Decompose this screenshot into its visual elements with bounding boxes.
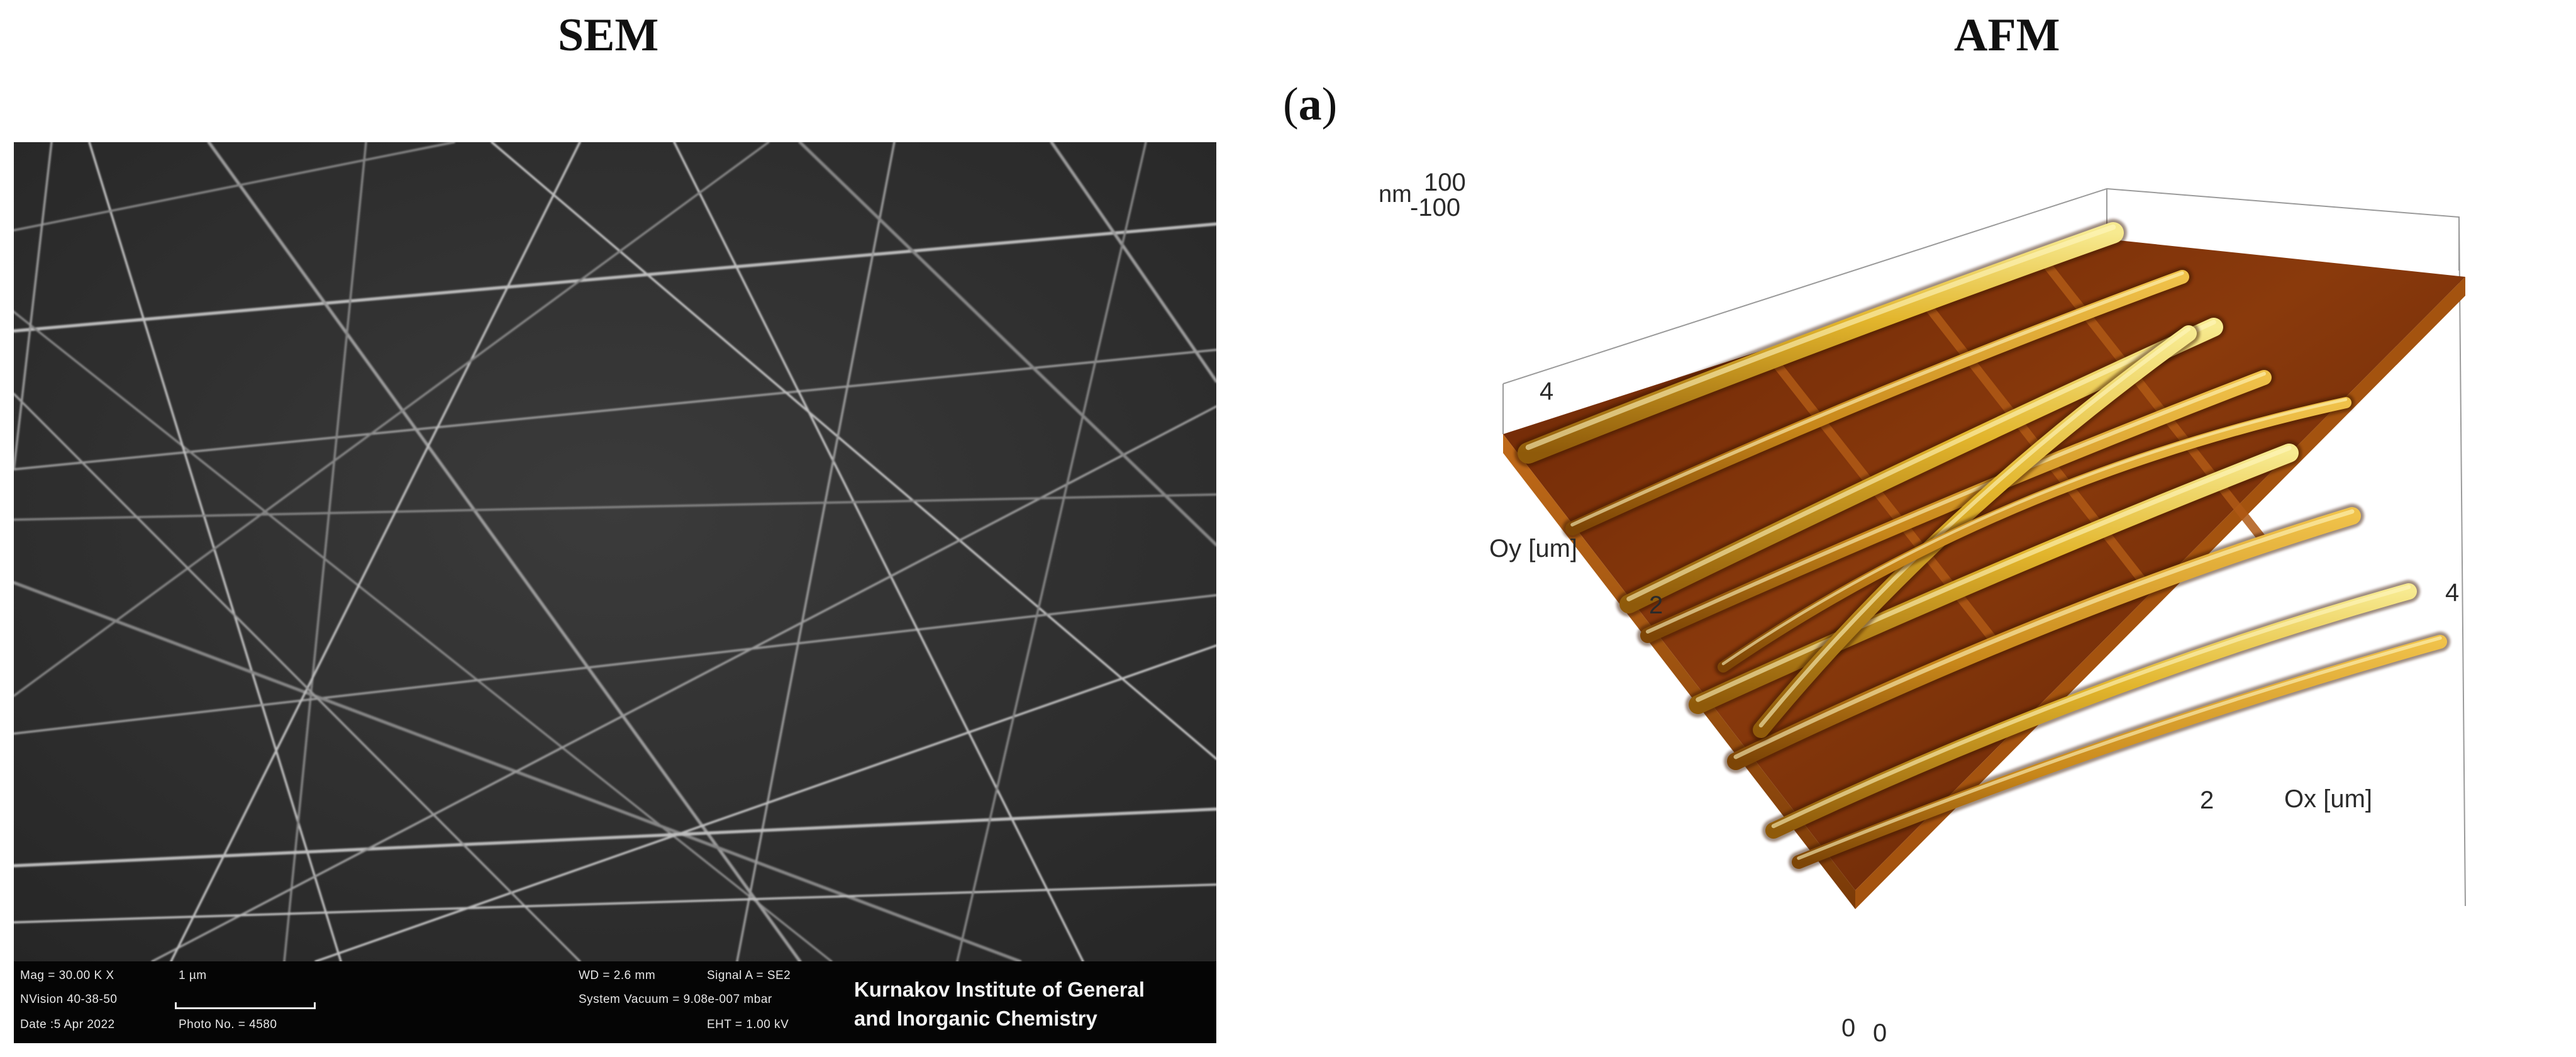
afm-fiber-highlight — [1733, 509, 2355, 759]
signal-label: Signal A = SE2 — [707, 969, 791, 982]
y-tick-4: 4 — [1540, 378, 1554, 405]
afm-fiber — [1565, 270, 2189, 535]
sem-fiber — [14, 594, 1216, 735]
afm-figure: nm 100 -100 4 Oy [um] 2 0 0 2 Ox [um] 4 — [1371, 126, 2576, 1057]
nanofiber-network-image — [14, 142, 1216, 961]
afm-fiber — [1718, 397, 2351, 673]
sem-databar: Mag = 30.00 K X 1 µm NVision 40-38-50 Da… — [14, 961, 1216, 1043]
eht-readout: EHT = 1.00 kV — [707, 1018, 789, 1031]
z-max-label: 100 — [1424, 169, 1466, 196]
afm-fiber — [1727, 507, 2361, 770]
sem-figure: Mag = 30.00 K X 1 µm NVision 40-38-50 Da… — [14, 142, 1216, 1043]
mag-readout: Mag = 30.00 K X — [20, 969, 114, 982]
y-tick-0: 0 — [1841, 1014, 1856, 1042]
afm-fiber-highlight — [1525, 224, 2116, 450]
vacuum-readout: System Vacuum = 9.08e-007 mbar — [579, 993, 772, 1006]
sem-fiber — [283, 142, 367, 961]
sem-fiber — [14, 142, 53, 471]
afm-fiber — [1518, 222, 2124, 464]
sem-fiber — [1050, 142, 1216, 383]
afm-fiber — [1689, 444, 2299, 714]
afm-bounding-box — [1502, 187, 2466, 907]
afm-fiber-highlight — [1696, 445, 2292, 702]
afm-fiber — [1640, 370, 2272, 643]
scale-bar — [175, 1002, 316, 1009]
afm-fiber-highlight — [1646, 372, 2266, 634]
sem-fiber — [956, 142, 1147, 961]
afm-heading: AFM — [1954, 9, 2060, 61]
z-unit-label: nm — [1379, 181, 1412, 208]
afm-fiber — [1765, 583, 2417, 839]
afm-fiber-highlight — [1721, 398, 2348, 666]
sem-fiber — [14, 493, 1216, 521]
afm-3d-surface — [1502, 187, 2466, 909]
x-axis-label: Ox [um] — [2284, 785, 2373, 813]
photo-number: Photo No. = 4580 — [179, 1018, 277, 1031]
sem-fiber — [14, 807, 1216, 868]
x-tick-4: 4 — [2445, 579, 2460, 607]
institute-line-1: Kurnakov Institute of General — [854, 978, 1145, 1001]
afm-fiber-highlight — [1626, 320, 2216, 601]
afm-fiber-highlight — [1771, 584, 2411, 829]
scale-label: 1 µm — [179, 969, 207, 982]
sem-fiber — [207, 142, 802, 961]
sem-fiber — [673, 142, 1084, 961]
sem-fiber — [14, 349, 1216, 471]
sem-fiber — [14, 142, 455, 232]
afm-fiber — [1753, 325, 2197, 738]
institute-label: Kurnakov Institute of General and Inorga… — [854, 975, 1145, 1033]
panel-label: (a) — [1283, 79, 1338, 130]
x-tick-0: 0 — [1873, 1019, 1887, 1047]
afm-fiber — [1792, 635, 2447, 869]
sem-fiber — [170, 142, 581, 961]
afm-side-left — [1503, 434, 1855, 909]
instrument-label: NVision 40-38-50 — [20, 993, 118, 1006]
sem-fiber — [14, 883, 1216, 924]
y-tick-2: 2 — [1649, 591, 1663, 619]
sem-fiber — [14, 222, 1216, 333]
sem-fiber — [491, 142, 1216, 760]
sem-fiber — [14, 393, 581, 961]
sem-fiber — [14, 310, 833, 961]
sem-fiber — [798, 142, 1216, 547]
z-min-label: -100 — [1410, 194, 1461, 221]
sem-fiber — [736, 142, 896, 961]
x-tick-2: 2 — [2200, 786, 2214, 814]
sem-heading: SEM — [558, 9, 659, 61]
afm-fiber-highlight — [1570, 271, 2184, 527]
institute-line-2: and Inorganic Chemistry — [854, 1007, 1097, 1030]
panel-letter: a — [1298, 79, 1322, 130]
afm-fiber-highlight — [1797, 636, 2442, 860]
sem-fiber — [14, 142, 770, 697]
working-distance: WD = 2.6 mm — [579, 969, 656, 982]
afm-fiber-highlight — [1758, 327, 2191, 728]
date-label: Date :5 Apr 2022 — [20, 1018, 115, 1031]
sem-micrograph — [14, 142, 1216, 961]
y-axis-label: Oy [um] — [1489, 535, 1578, 562]
